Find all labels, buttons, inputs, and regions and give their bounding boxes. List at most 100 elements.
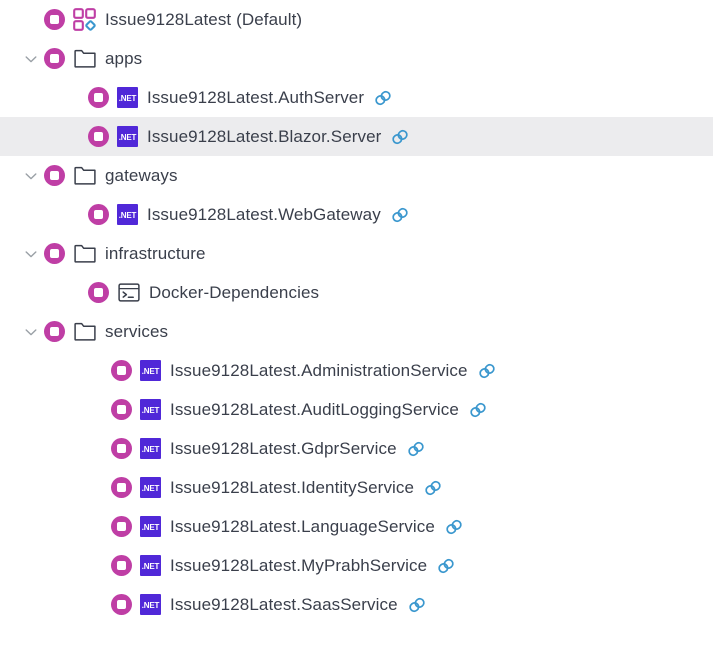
tree-row[interactable]: .NET Issue9128Latest.LanguageService — [0, 507, 713, 546]
tree-row[interactable]: gateways — [0, 156, 713, 195]
tree-row-label: gateways — [105, 166, 178, 185]
tree-row[interactable]: apps — [0, 39, 713, 78]
status-bullet-core — [94, 288, 103, 297]
status-bullet-icon[interactable] — [111, 438, 132, 459]
status-bullet-icon[interactable] — [44, 48, 65, 69]
status-bullet-icon[interactable] — [44, 243, 65, 264]
status-bullet-icon[interactable] — [111, 555, 132, 576]
dotnet-badge-icon: .NET — [140, 399, 161, 420]
tree-row-label: Docker-Dependencies — [149, 283, 320, 302]
tree-row[interactable]: Issue9128Latest (Default) — [0, 0, 713, 39]
status-bullet-core — [117, 600, 126, 609]
dotnet-badge-label: .NET — [141, 367, 160, 376]
tree-row-label: Issue9128Latest (Default) — [105, 10, 303, 29]
tree-row-label: services — [105, 322, 169, 341]
chevron-placeholder — [85, 429, 111, 468]
tree-row[interactable]: infrastructure — [0, 234, 713, 273]
link-icon[interactable] — [423, 478, 443, 498]
folder-icon — [73, 242, 96, 265]
tree-row-label: Issue9128Latest.MyPrabhService — [170, 556, 428, 575]
status-bullet-core — [94, 93, 103, 102]
status-bullet-core — [117, 483, 126, 492]
link-icon[interactable] — [373, 88, 393, 108]
tree-row-label: Issue9128Latest.AuditLoggingService — [170, 400, 459, 419]
dotnet-badge-icon: .NET — [140, 438, 161, 459]
dotnet-badge-label: .NET — [141, 562, 160, 571]
chevron-placeholder — [85, 390, 111, 429]
chevron-placeholder — [62, 78, 88, 117]
status-bullet-core — [117, 405, 126, 414]
status-bullet-icon[interactable] — [88, 87, 109, 108]
tree-row-label: Issue9128Latest.Blazor.Server — [147, 127, 382, 146]
folder-icon — [73, 47, 96, 70]
tree-row-label: Issue9128Latest.AuthServer — [147, 88, 365, 107]
tree-row[interactable]: Docker-Dependencies — [0, 273, 713, 312]
chevron-placeholder — [62, 117, 88, 156]
terminal-icon — [117, 281, 140, 304]
dotnet-badge-label: .NET — [118, 133, 137, 142]
status-bullet-core — [117, 522, 126, 531]
link-icon[interactable] — [390, 127, 410, 147]
link-icon[interactable] — [444, 517, 464, 537]
dotnet-badge-icon: .NET — [140, 360, 161, 381]
tree-row-label: Issue9128Latest.WebGateway — [147, 205, 381, 224]
status-bullet-core — [117, 561, 126, 570]
chevron-down-icon[interactable] — [18, 39, 44, 78]
folder-icon — [73, 164, 96, 187]
chevron-placeholder — [18, 0, 44, 39]
tree-row-label: Issue9128Latest.IdentityService — [170, 478, 415, 497]
chevron-down-icon[interactable] — [18, 234, 44, 273]
dotnet-badge-icon: .NET — [117, 204, 138, 225]
dotnet-badge-label: .NET — [141, 445, 160, 454]
tree-row-label: apps — [105, 49, 143, 68]
status-bullet-core — [117, 444, 126, 453]
link-icon[interactable] — [468, 400, 488, 420]
tree-row-label: infrastructure — [105, 244, 206, 263]
tree-row[interactable]: .NET Issue9128Latest.MyPrabhService — [0, 546, 713, 585]
status-bullet-icon[interactable] — [44, 165, 65, 186]
dotnet-badge-icon: .NET — [140, 516, 161, 537]
dotnet-badge-icon: .NET — [117, 126, 138, 147]
tree-row[interactable]: .NET Issue9128Latest.Blazor.Server — [0, 117, 713, 156]
dotnet-badge-icon: .NET — [140, 594, 161, 615]
status-bullet-icon[interactable] — [111, 594, 132, 615]
link-icon[interactable] — [390, 205, 410, 225]
tree-row[interactable]: .NET Issue9128Latest.SaasService — [0, 585, 713, 624]
link-icon[interactable] — [436, 556, 456, 576]
chevron-placeholder — [85, 546, 111, 585]
dotnet-badge-icon: .NET — [140, 477, 161, 498]
chevron-down-icon[interactable] — [18, 312, 44, 351]
folder-icon — [73, 320, 96, 343]
chevron-placeholder — [62, 195, 88, 234]
status-bullet-icon[interactable] — [44, 321, 65, 342]
status-bullet-icon[interactable] — [111, 477, 132, 498]
status-bullet-core — [50, 15, 59, 24]
status-bullet-icon[interactable] — [88, 282, 109, 303]
status-bullet-icon[interactable] — [111, 516, 132, 537]
tree-row[interactable]: .NET Issue9128Latest.AuditLoggingService — [0, 390, 713, 429]
status-bullet-core — [50, 327, 59, 336]
tree-row-label: Issue9128Latest.SaasService — [170, 595, 398, 614]
tree-row[interactable]: .NET Issue9128Latest.WebGateway — [0, 195, 713, 234]
link-icon[interactable] — [406, 439, 426, 459]
status-bullet-icon[interactable] — [111, 360, 132, 381]
chevron-down-icon[interactable] — [18, 156, 44, 195]
link-icon[interactable] — [407, 595, 427, 615]
dotnet-badge-icon: .NET — [140, 555, 161, 576]
dotnet-badge-label: .NET — [118, 211, 137, 220]
status-bullet-icon[interactable] — [88, 204, 109, 225]
status-bullet-core — [50, 171, 59, 180]
tree-row-label: Issue9128Latest.LanguageService — [170, 517, 435, 536]
status-bullet-icon[interactable] — [111, 399, 132, 420]
status-bullet-icon[interactable] — [44, 9, 65, 30]
status-bullet-icon[interactable] — [88, 126, 109, 147]
tree-row[interactable]: services — [0, 312, 713, 351]
dotnet-badge-label: .NET — [141, 484, 160, 493]
link-icon[interactable] — [477, 361, 497, 381]
tree-row[interactable]: .NET Issue9128Latest.IdentityService — [0, 468, 713, 507]
status-bullet-core — [50, 249, 59, 258]
